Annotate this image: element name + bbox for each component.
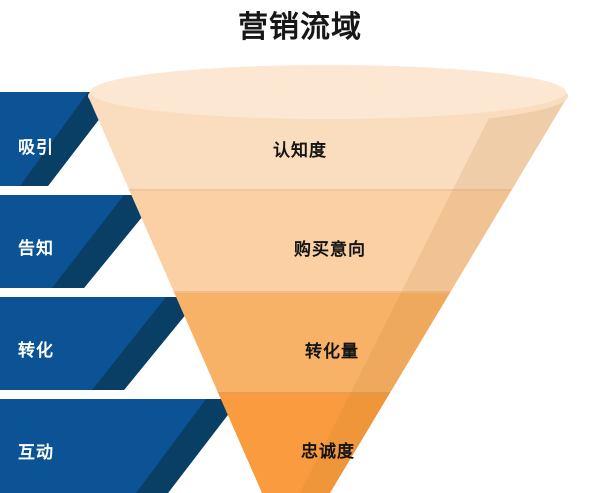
rim-inner xyxy=(90,65,566,119)
panel-bevel-shadow xyxy=(20,92,240,493)
funnel-divider-3 xyxy=(88,392,568,394)
funnel-stage-label-2: 购买意向 xyxy=(294,240,366,259)
bevel-4 xyxy=(136,399,240,493)
funnel-top-rim xyxy=(88,65,568,126)
funnel-divider-1 xyxy=(88,189,568,191)
stage-panel-label-4: 互动 xyxy=(18,443,54,462)
stage-panel-label-3: 转化 xyxy=(18,341,54,360)
page-title: 营销流域 xyxy=(238,11,362,44)
funnel-right-shade xyxy=(300,96,568,493)
bevel-1 xyxy=(20,92,120,186)
funnel-stage-label-1: 认知度 xyxy=(273,141,327,160)
funnel-divider-2 xyxy=(88,291,568,293)
bevel-2 xyxy=(52,195,160,288)
bevel-3 xyxy=(92,297,200,390)
stage-panel-label-2: 告知 xyxy=(18,239,54,258)
funnel-stage-label-3: 转化量 xyxy=(305,342,359,361)
stage-panel-label-1: 吸引 xyxy=(18,138,54,157)
funnel-stage-label-4: 忠诚度 xyxy=(301,442,355,461)
